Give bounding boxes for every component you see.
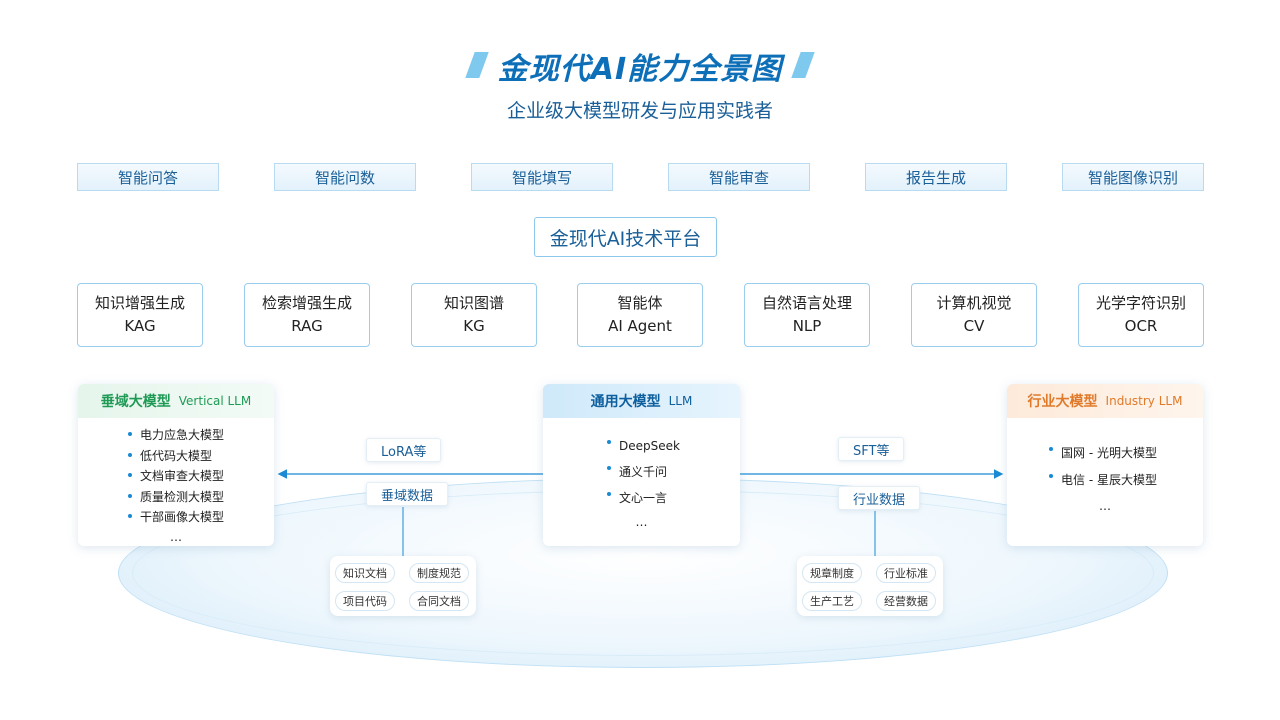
tech-en-label: CV xyxy=(963,317,985,335)
data-chip: 规章制度 xyxy=(802,563,862,583)
vertical-data-tag: 垂域数据 xyxy=(366,482,449,506)
industry-llm-more: … xyxy=(1099,499,1111,513)
app-box-image-recognition: 智能图像识别 xyxy=(1062,163,1204,191)
list-item: 国网 - 光明大模型 xyxy=(1047,440,1203,467)
list-item: 文档审查大模型 xyxy=(126,466,274,487)
tech-cn-label: 光学字符识别 xyxy=(1095,294,1186,312)
list-item: 电信 - 星辰大模型 xyxy=(1047,467,1203,494)
tech-box-kag: 知识增强生成 KAG xyxy=(77,283,203,347)
tech-cn-label: 知识增强生成 xyxy=(94,294,185,312)
list-item: 文心一言 xyxy=(605,485,740,511)
tech-en-label: OCR xyxy=(1124,317,1158,335)
tech-en-label: KG xyxy=(463,317,485,335)
title-area: 金现代AI能力全景图 xyxy=(0,44,1280,88)
platform-box: 金现代AI技术平台 xyxy=(534,217,717,257)
list-item: DeepSeek xyxy=(605,433,740,459)
app-box-data-query: 智能问数 xyxy=(274,163,416,191)
main-title-block: 金现代AI能力全景图 xyxy=(465,44,815,88)
general-llm-card: 通用大模型 LLM DeepSeek 通义千问 文心一言 … xyxy=(543,384,740,546)
app-box-form-fill: 智能填写 xyxy=(471,163,613,191)
vertical-data-panel: 知识文档 制度规范 项目代码 合同文档 xyxy=(330,556,476,616)
general-llm-header: 通用大模型 LLM xyxy=(543,384,740,418)
tech-box-cv: 计算机视觉 CV xyxy=(911,283,1037,347)
general-llm-title-en: LLM xyxy=(668,394,693,408)
industry-llm-list: 国网 - 光明大模型 电信 - 星辰大模型 xyxy=(1007,418,1203,494)
tech-en-label: RAG xyxy=(291,317,323,335)
list-item: 电力应急大模型 xyxy=(126,425,274,446)
general-llm-more: … xyxy=(635,515,648,529)
industry-data-tag: 行业数据 xyxy=(838,486,921,510)
list-item: 质量检测大模型 xyxy=(126,487,274,508)
industry-llm-title: 行业大模型 xyxy=(1027,394,1098,410)
general-llm-title: 通用大模型 xyxy=(590,394,661,410)
app-box-qa: 智能问答 xyxy=(77,163,219,191)
tech-box-rag: 检索增强生成 RAG xyxy=(244,283,370,347)
data-chip: 合同文档 xyxy=(409,591,469,611)
industry-llm-title-en: Industry LLM xyxy=(1105,394,1183,408)
list-item: 低代码大模型 xyxy=(126,446,274,467)
tech-box-kg: 知识图谱 KG xyxy=(411,283,537,347)
industry-llm-card: 行业大模型 Industry LLM 国网 - 光明大模型 电信 - 星辰大模型… xyxy=(1007,384,1203,546)
general-llm-list: DeepSeek 通义千问 文心一言 xyxy=(543,418,740,511)
vertical-llm-list: 电力应急大模型 低代码大模型 文档审查大模型 质量检测大模型 干部画像大模型 xyxy=(78,418,274,528)
data-chip: 生产工艺 xyxy=(802,591,862,611)
sft-tag: SFT等 xyxy=(838,437,905,461)
vertical-llm-card: 垂域大模型 Vertical LLM 电力应急大模型 低代码大模型 文档审查大模… xyxy=(78,384,274,546)
industry-data-panel: 规章制度 行业标准 生产工艺 经营数据 xyxy=(797,556,943,616)
data-chip: 知识文档 xyxy=(335,563,395,583)
tech-en-label: KAG xyxy=(124,317,156,335)
app-box-report: 报告生成 xyxy=(865,163,1007,191)
vertical-llm-more: … xyxy=(170,529,182,544)
data-chip: 行业标准 xyxy=(876,563,936,583)
list-item: 通义千问 xyxy=(605,459,740,485)
tech-en-label: AI Agent xyxy=(608,317,672,335)
vertical-llm-title: 垂域大模型 xyxy=(100,394,171,410)
page-title: 金现代AI能力全景图 xyxy=(497,52,783,87)
tech-en-label: NLP xyxy=(792,317,822,335)
lora-tag: LoRA等 xyxy=(366,438,442,462)
tech-box-agent: 智能体 AI Agent xyxy=(577,283,703,347)
data-chip: 项目代码 xyxy=(335,591,395,611)
data-chip: 经营数据 xyxy=(876,591,936,611)
app-box-review: 智能审查 xyxy=(668,163,810,191)
tech-box-ocr: 光学字符识别 OCR xyxy=(1078,283,1204,347)
page-subtitle: 企业级大模型研发与应用实践者 xyxy=(506,100,773,122)
tech-cn-label: 计算机视觉 xyxy=(936,294,1012,312)
tech-cn-label: 知识图谱 xyxy=(443,294,504,312)
list-item: 干部画像大模型 xyxy=(126,507,274,528)
industry-llm-header: 行业大模型 Industry LLM xyxy=(1007,384,1203,418)
tech-cn-label: 检索增强生成 xyxy=(261,294,352,312)
vertical-llm-title-en: Vertical LLM xyxy=(178,394,252,408)
tech-box-nlp: 自然语言处理 NLP xyxy=(744,283,870,347)
vertical-llm-header: 垂域大模型 Vertical LLM xyxy=(78,384,274,418)
data-chip: 制度规范 xyxy=(409,563,469,583)
tech-cn-label: 智能体 xyxy=(617,294,663,312)
tech-cn-label: 自然语言处理 xyxy=(761,294,852,312)
